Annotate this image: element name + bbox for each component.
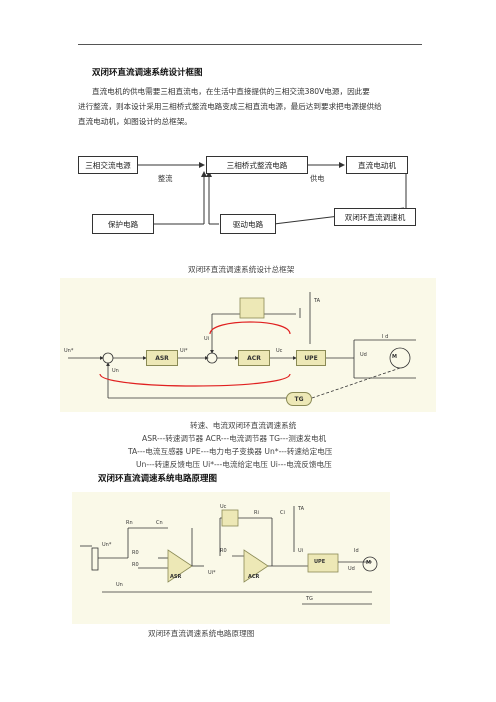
figure-caption: 转速、电流双闭环直流调速系统 [190, 421, 297, 430]
dual-loop-wires [68, 292, 416, 399]
r0-label: R0 [132, 562, 139, 568]
circuit-schematic-figure: Rn Cn Ri Ci R0 R0 R0 ASR ACR UPE Un* Ui*… [72, 492, 390, 624]
driver-circuit-box: 驱动电路 [220, 214, 276, 234]
asr-label: ASR [170, 574, 182, 580]
section-title-circuit: 双闭环直流调速系统电路原理图 [98, 474, 218, 484]
ri-label: Ri [254, 510, 259, 516]
motor-label: M [366, 560, 371, 566]
ui-label: Ui [204, 336, 210, 342]
figure-legend-line: Un---转速反馈电压 Ui*---电流给定电压 Ui---电流反馈电压 [136, 460, 332, 469]
tg-label: TG [306, 596, 313, 602]
system-block-diagram: 三相交流电源 三相桥式整流电路 直流电动机 整流 供电 保护电路 驱动电路 双闭… [74, 150, 422, 240]
r0-label: R0 [220, 548, 227, 554]
uc-label: Uc [276, 348, 283, 354]
dual-loop-controller-box: 双闭环直流调速机 [334, 208, 416, 226]
tg-block: TG [286, 392, 312, 406]
ci-label: Ci [280, 510, 285, 516]
ui-star-label: Ui* [208, 570, 216, 576]
id-label: I d [382, 334, 389, 340]
un-star-label: Un* [102, 542, 112, 548]
asr-block: ASR [146, 350, 178, 366]
ui-label: Ui [298, 548, 304, 554]
rectify-label: 整流 [158, 174, 173, 183]
figure-legend-line: TA---电流互感器 UPE---电力电子变换器 Un*---转速给定电压 [128, 447, 333, 456]
dual-loop-system-figure: ASR ACR UPE TG M TA Un* Ui* Ui Uc Ud I d… [60, 278, 436, 412]
supply-label: 供电 [310, 174, 325, 183]
bridge-rectifier-box: 三相桥式整流电路 [206, 156, 308, 174]
dc-motor-box: 直流电动机 [346, 156, 408, 174]
ud-label: Ud [360, 352, 367, 358]
figure-caption: 双闭环直流调速系统电路原理图 [148, 629, 255, 638]
id-label: Id [354, 548, 359, 554]
ud-label: Ud [348, 566, 355, 572]
paragraph-line: 直流电动机，如图设计的总框架。 [78, 117, 192, 126]
upe-block: UPE [296, 350, 326, 366]
upe-label: UPE [314, 559, 326, 565]
paragraph-line: 直流电机的供电需要三相直流电，在生活中直接提供的三相交流380V电源，因此要 [92, 87, 370, 96]
r0-label: R0 [132, 550, 139, 556]
figure-caption: 双闭环直流调速系统设计总框架 [188, 265, 295, 274]
ta-label: TA [314, 298, 321, 304]
acr-label: ACR [248, 574, 260, 580]
acr-block: ACR [238, 350, 270, 366]
paragraph-line: 进行整流，则本设计采用三相桥式整流电路变成三相直流电源，最后达到要求把电源提供给 [78, 102, 382, 111]
rn-label: Rn [126, 520, 133, 526]
un-label: Un [116, 582, 123, 588]
three-phase-ac-source-box: 三相交流电源 [78, 156, 138, 174]
ui-star-label: Ui* [180, 348, 188, 354]
un-star-label: Un* [64, 348, 74, 354]
section-title-block-diagram: 双闭环直流调速系统设计框图 [92, 68, 203, 78]
figure-legend-line: ASR---转速调节器 ACR---电流调节器 TG---测速发电机 [142, 434, 327, 443]
protection-circuit-box: 保护电路 [92, 214, 154, 234]
motor-label: M [392, 354, 397, 360]
cn-label: Cn [156, 520, 163, 526]
ta-label: TA [298, 506, 305, 512]
intro-paragraph: 直流电机的供电需要三相直流电，在生活中直接提供的三相交流380V电源，因此要 进… [78, 84, 428, 129]
header-rule [78, 44, 422, 45]
circuit-wires [80, 506, 378, 605]
uc-label: Uc [220, 504, 227, 510]
un-label: Un [112, 368, 119, 374]
